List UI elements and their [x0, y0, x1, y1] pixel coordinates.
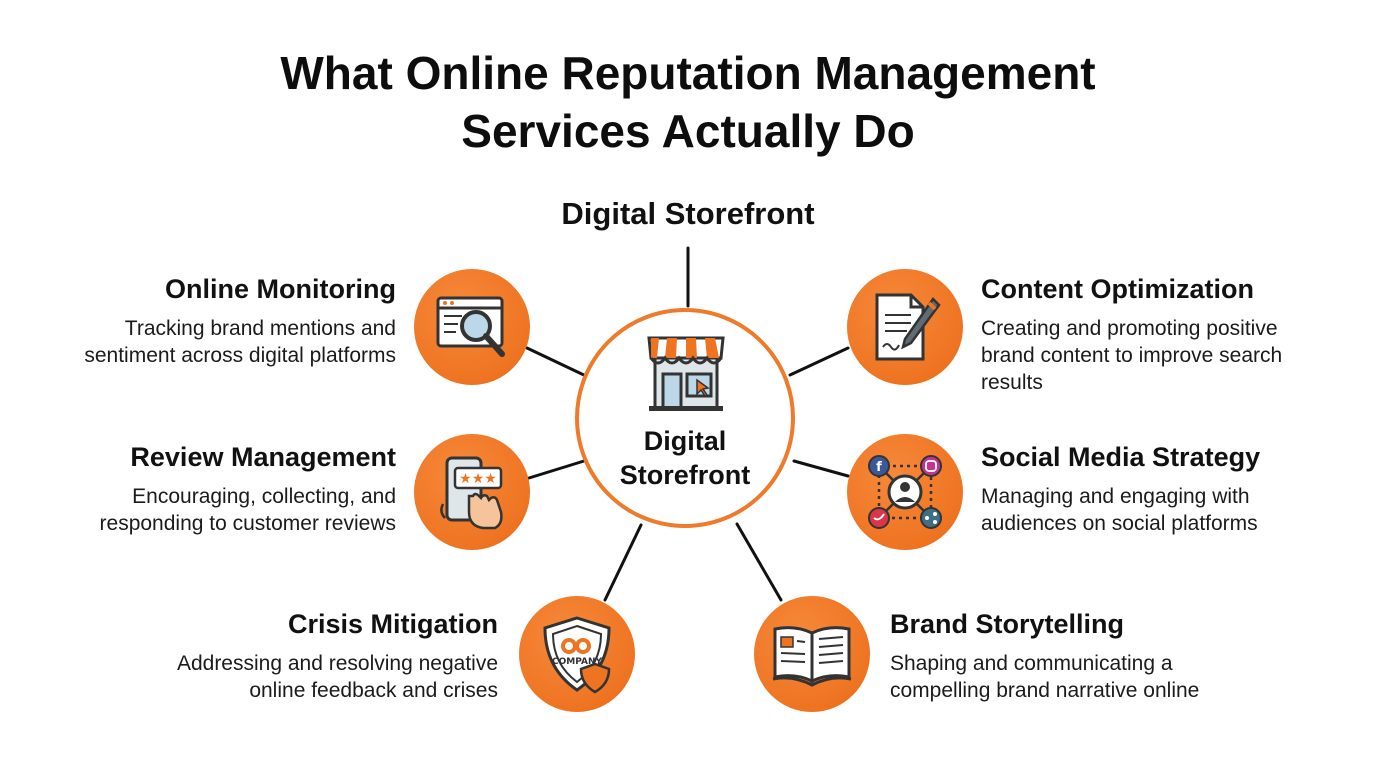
open-book-icon [772, 626, 852, 687]
item-review-management: Review Management Encouraging, collectin… [40, 441, 396, 537]
node-content-optimization [847, 269, 963, 385]
title-line-1: What Online Reputation Management [280, 47, 1096, 99]
item-title: Content Optimization [981, 274, 1254, 304]
connector-brand-storytelling [735, 522, 783, 602]
connector-review-management [527, 459, 586, 480]
item-description: Tracking brand mentions and sentiment ac… [84, 317, 396, 367]
connector-crisis-mitigation [603, 523, 643, 602]
item-title: Review Management [130, 442, 396, 472]
node-review-management: ★★★ [414, 434, 530, 550]
item-title: Crisis Mitigation [287, 609, 498, 639]
item-title: Brand Storytelling [890, 609, 1125, 639]
storefront-icon [645, 334, 727, 419]
item-social-media-strategy: Social Media Strategy Managing and engag… [981, 441, 1351, 537]
item-description: Creating and promoting positive brand co… [981, 317, 1283, 394]
node-brand-storytelling [754, 596, 870, 712]
item-description: Addressing and resolving negative online… [176, 652, 498, 702]
phone-review-icon: ★★★ [440, 456, 503, 530]
item-title: Social Media Strategy [981, 442, 1261, 472]
monitor-search-icon [436, 296, 505, 357]
connector-online-monitoring [525, 346, 588, 378]
social-network-icon: f [868, 455, 942, 529]
item-description: Managing and engaging with audiences on … [981, 485, 1258, 535]
item-brand-storytelling: Brand Storytelling Shaping and communica… [890, 608, 1290, 704]
document-pen-icon [875, 293, 941, 361]
connector-social-media [792, 459, 850, 478]
node-online-monitoring [414, 269, 530, 385]
item-crisis-mitigation: Crisis Mitigation Addressing and resolvi… [120, 608, 498, 704]
item-content-optimization: Content Optimization Creating and promot… [981, 273, 1351, 396]
center-label-line-2: Storefront [619, 460, 751, 490]
shield-badge-text: COMPANY [552, 657, 602, 667]
center-node: Digital Storefront [575, 308, 795, 528]
item-title: Online Monitoring [165, 274, 396, 304]
item-description: Encouraging, collecting, and responding … [99, 485, 396, 535]
top-label: Digital Storefront [561, 196, 815, 231]
node-crisis-mitigation: COMPANY [519, 596, 635, 712]
node-social-media-strategy: f [847, 434, 963, 550]
item-online-monitoring: Online Monitoring Tracking brand mention… [40, 273, 396, 369]
connector-content-optimization [788, 346, 850, 377]
page-title: What Online Reputation Management Servic… [0, 44, 1376, 160]
svg-text:★★★: ★★★ [459, 471, 497, 487]
svg-text:f: f [876, 460, 882, 475]
center-label: Digital Storefront [579, 424, 791, 492]
title-line-2: Services Actually Do [461, 105, 915, 157]
item-description: Shaping and communicating a compelling b… [890, 652, 1200, 702]
shield-icon: COMPANY [543, 616, 611, 694]
center-label-line-1: Digital [643, 426, 727, 456]
